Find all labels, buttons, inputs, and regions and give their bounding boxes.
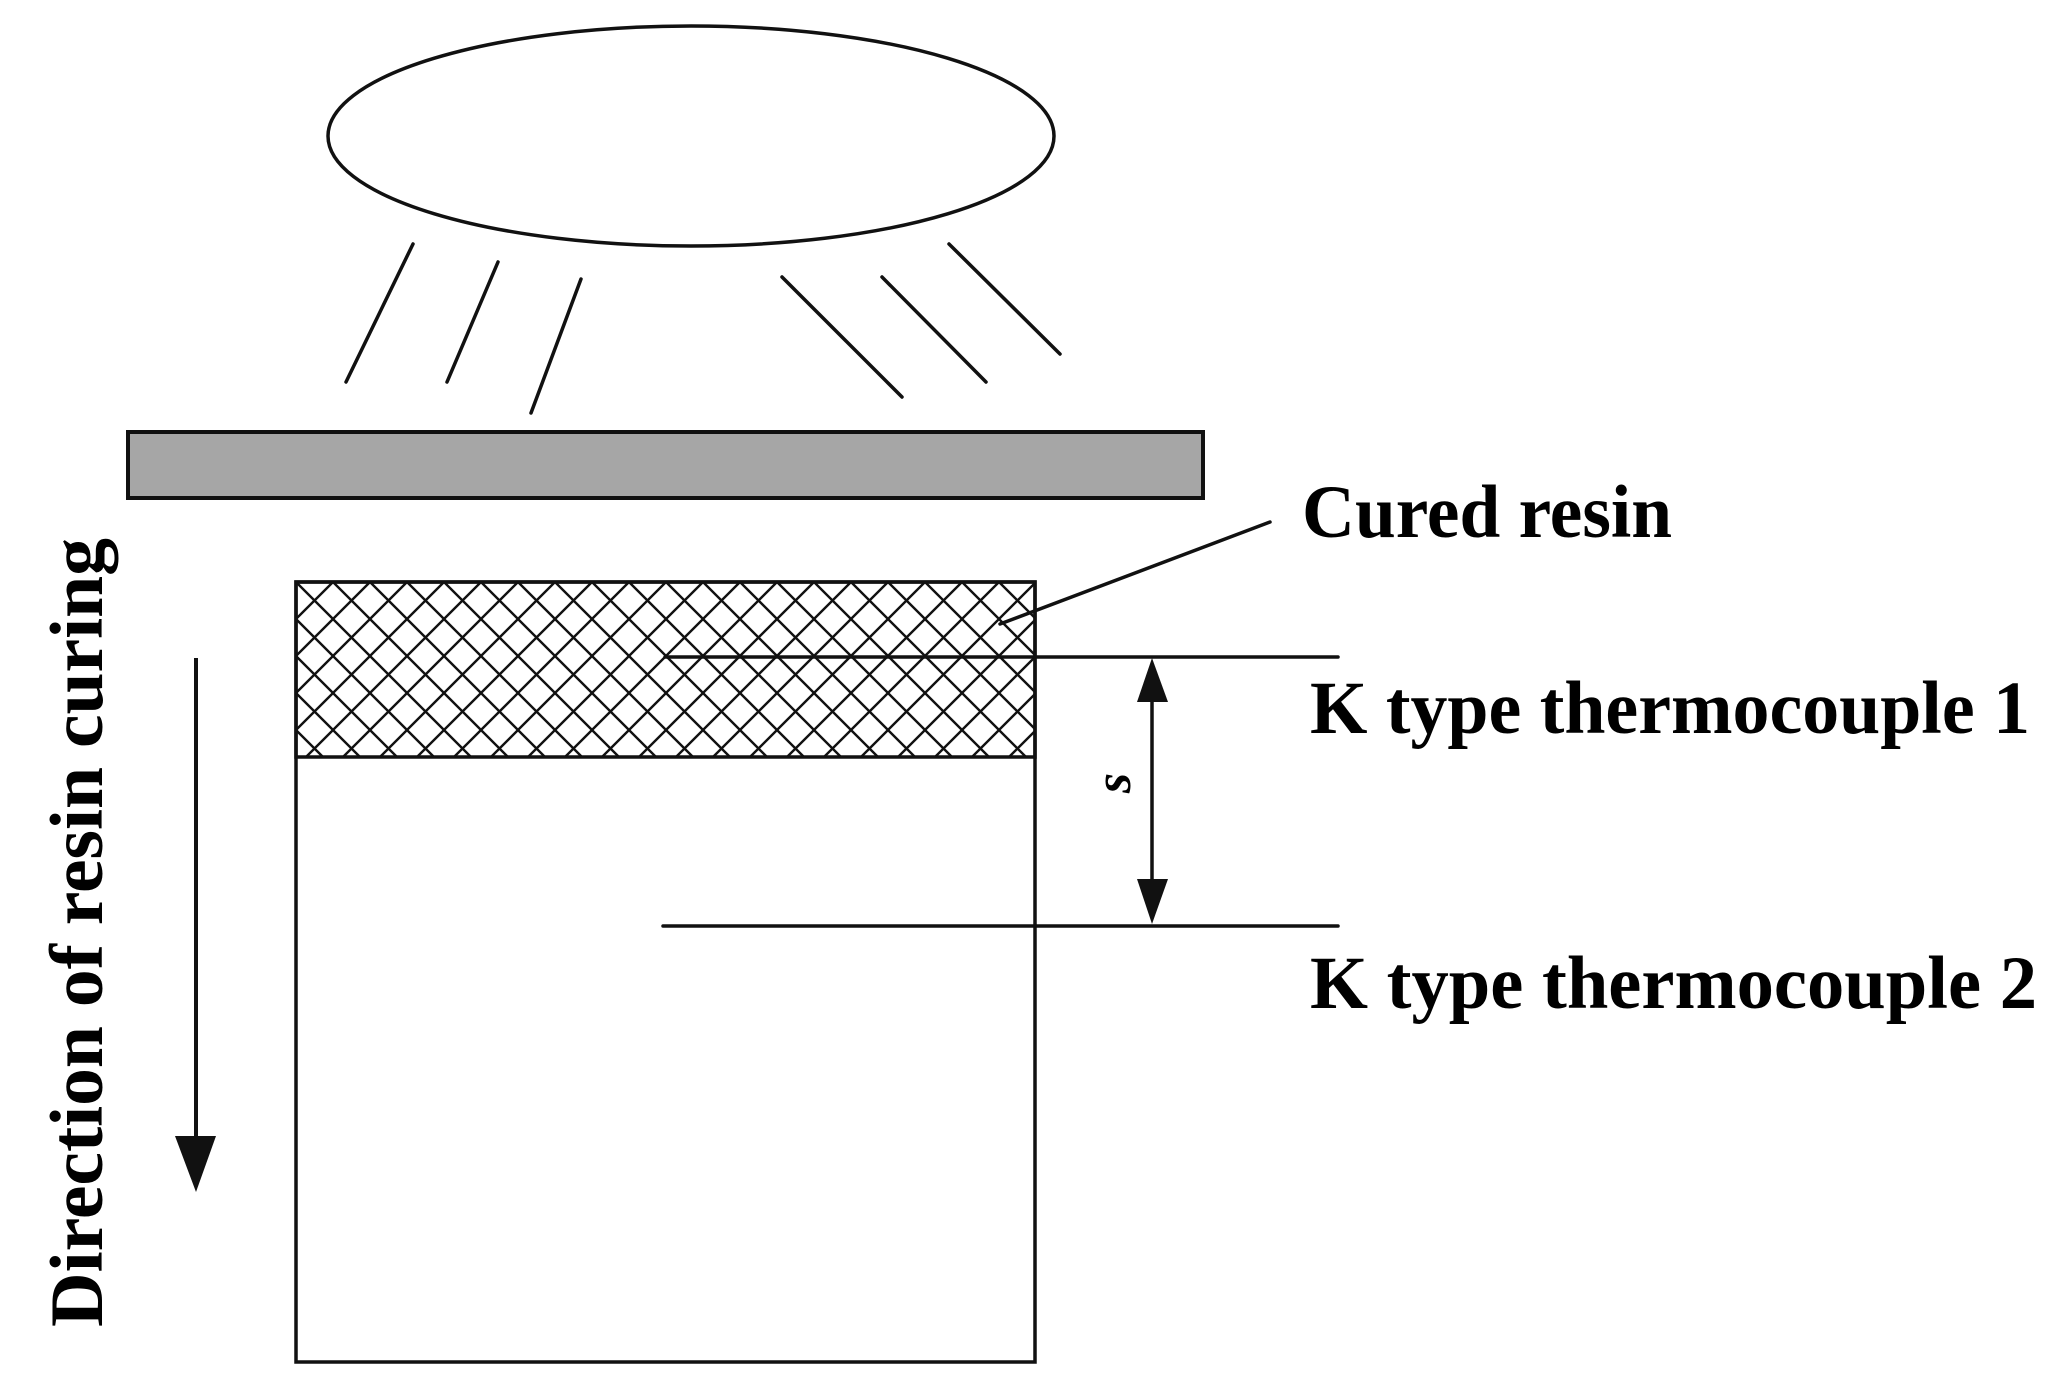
arrowhead-down-icon xyxy=(1137,879,1168,924)
light-ray xyxy=(344,242,415,384)
light-rays xyxy=(344,242,1062,415)
curing-direction-label: Direction of resin curing xyxy=(36,538,119,1327)
light-ray xyxy=(445,260,500,384)
thermocouple-1-label: K type thermocouple 1 xyxy=(1310,667,2030,750)
arrow-down-icon xyxy=(175,1136,216,1192)
cured-resin-layer xyxy=(294,580,1037,759)
distance-symbol: s xyxy=(1085,773,1142,794)
thermocouple-2-label: K type thermocouple 2 xyxy=(1310,942,2037,1025)
curing-direction-arrow xyxy=(175,658,216,1192)
arrowhead-up-icon xyxy=(1137,658,1168,702)
light-ray xyxy=(880,275,988,384)
light-ray xyxy=(947,242,1062,356)
cured-resin-leader-line xyxy=(998,520,1272,626)
transparent-plate xyxy=(126,430,1205,500)
cured-resin-label: Cured resin xyxy=(1302,471,1672,554)
light-source xyxy=(326,24,1056,248)
distance-arrow xyxy=(1137,658,1168,924)
light-ray xyxy=(529,277,583,415)
light-ray xyxy=(780,275,904,399)
